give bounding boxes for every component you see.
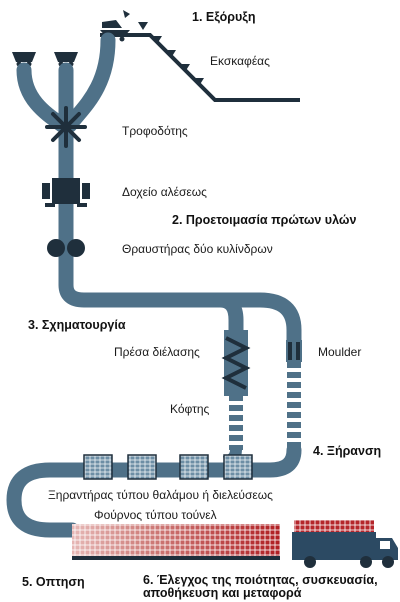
- main-process-pipe: [58, 117, 244, 348]
- label-crusher: Θραυστήρας δύο κυλίνδρων: [122, 242, 273, 256]
- stage-extraction: 1. Εξόρυξη: [192, 10, 256, 24]
- dryer-kiln-pipe: [6, 442, 302, 538]
- stage-drying: 4. Ξήρανση: [313, 444, 382, 458]
- label-excavator: Εκσκαφέας: [210, 54, 270, 68]
- stage-preparation: 2. Προετοιμασία πρώτων υλών: [172, 213, 357, 227]
- stage-quality-line1: 6. Έλεγχος της ποιότητας, συσκευασία,: [143, 573, 378, 587]
- moulder-pipe: [212, 292, 302, 348]
- tunnel-kiln: [72, 524, 280, 560]
- label-moulder: Moulder: [318, 345, 362, 359]
- label-feeder: Τροφοδότης: [122, 124, 188, 138]
- label-kiln: Φούρνος τύπου τούνελ: [94, 508, 217, 522]
- label-extrusion-press: Πρέσα διέλασης: [114, 345, 200, 359]
- truck-icon: [292, 520, 398, 568]
- label-grinding-tank: Δοχείο αλέσεως: [122, 185, 207, 199]
- extrusion-press-icon: [221, 330, 251, 396]
- label-cutter: Κόφτης: [170, 402, 210, 416]
- grinding-tank-icon: [42, 178, 90, 207]
- stage-firing: 5. Οπτηση: [22, 575, 85, 589]
- dryer-racks: [83, 454, 253, 480]
- crusher-icon: [47, 239, 85, 257]
- label-dryer: Ξηραντήρας τύπου θαλάμου ή διελεύσεως: [48, 488, 273, 502]
- stage-forming: 3. Σχηματουργία: [28, 318, 126, 332]
- feeder-icon: [45, 106, 87, 148]
- moulder-icon: [286, 340, 302, 362]
- stage-quality-line2: αποθήκευση και μεταφορά: [143, 586, 302, 600]
